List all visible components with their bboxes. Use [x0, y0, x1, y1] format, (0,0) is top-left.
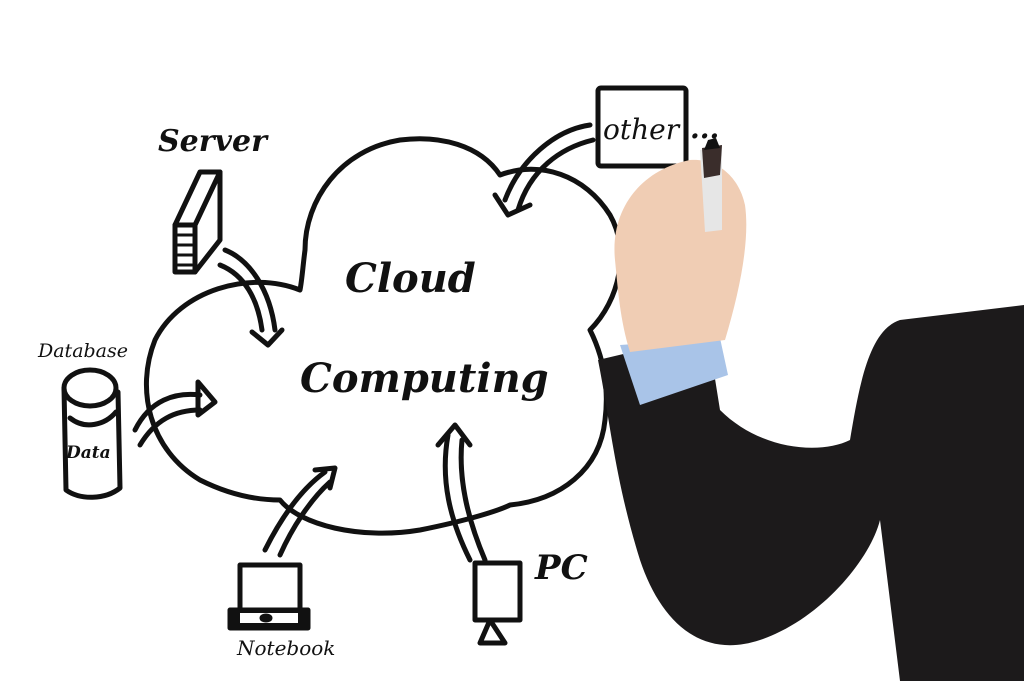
businessman-arm [598, 138, 1024, 681]
pc-arrow-icon [442, 432, 473, 563]
database-arrow-icon [132, 391, 203, 433]
database-label: Database [38, 340, 129, 362]
cloud-outline [143, 136, 623, 536]
cloud-title-line2: Computing [300, 355, 549, 402]
server-label: Server [158, 124, 267, 159]
other-arrow-icon [502, 122, 593, 203]
server-icon [172, 169, 223, 275]
notebook-icon [227, 562, 311, 631]
other-ellipsis: ... [690, 112, 720, 145]
notebook-arrow-icon [262, 469, 328, 553]
pc-icon [472, 560, 523, 646]
other-box [595, 85, 689, 169]
cloud-title-line1: Cloud [345, 255, 476, 302]
other-label: other [603, 113, 680, 146]
notebook-label: Notebook [237, 636, 336, 660]
database-icon [61, 367, 123, 500]
database-inner-label: Data [66, 443, 111, 463]
pc-label: PC [535, 548, 588, 588]
server-arrow-icon [222, 247, 278, 333]
